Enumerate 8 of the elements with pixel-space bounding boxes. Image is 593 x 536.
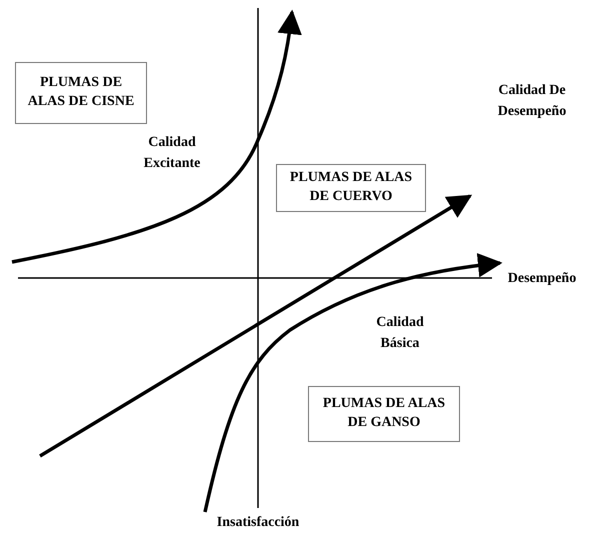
axis-label: Desempeño [506,270,578,288]
label-box: PLUMAS DE ALAS DE CISNE [15,62,147,124]
curve-label: Calidad Básica [375,314,425,353]
curve-label: Calidad De Desempeño [496,82,568,121]
axis-label: Insatisfacción [216,514,300,532]
label-box: PLUMAS DE ALAS DE GANSO [308,386,460,442]
curve-label: Calidad Excitante [142,134,202,173]
label-box: PLUMAS DE ALAS DE CUERVO [276,164,426,212]
